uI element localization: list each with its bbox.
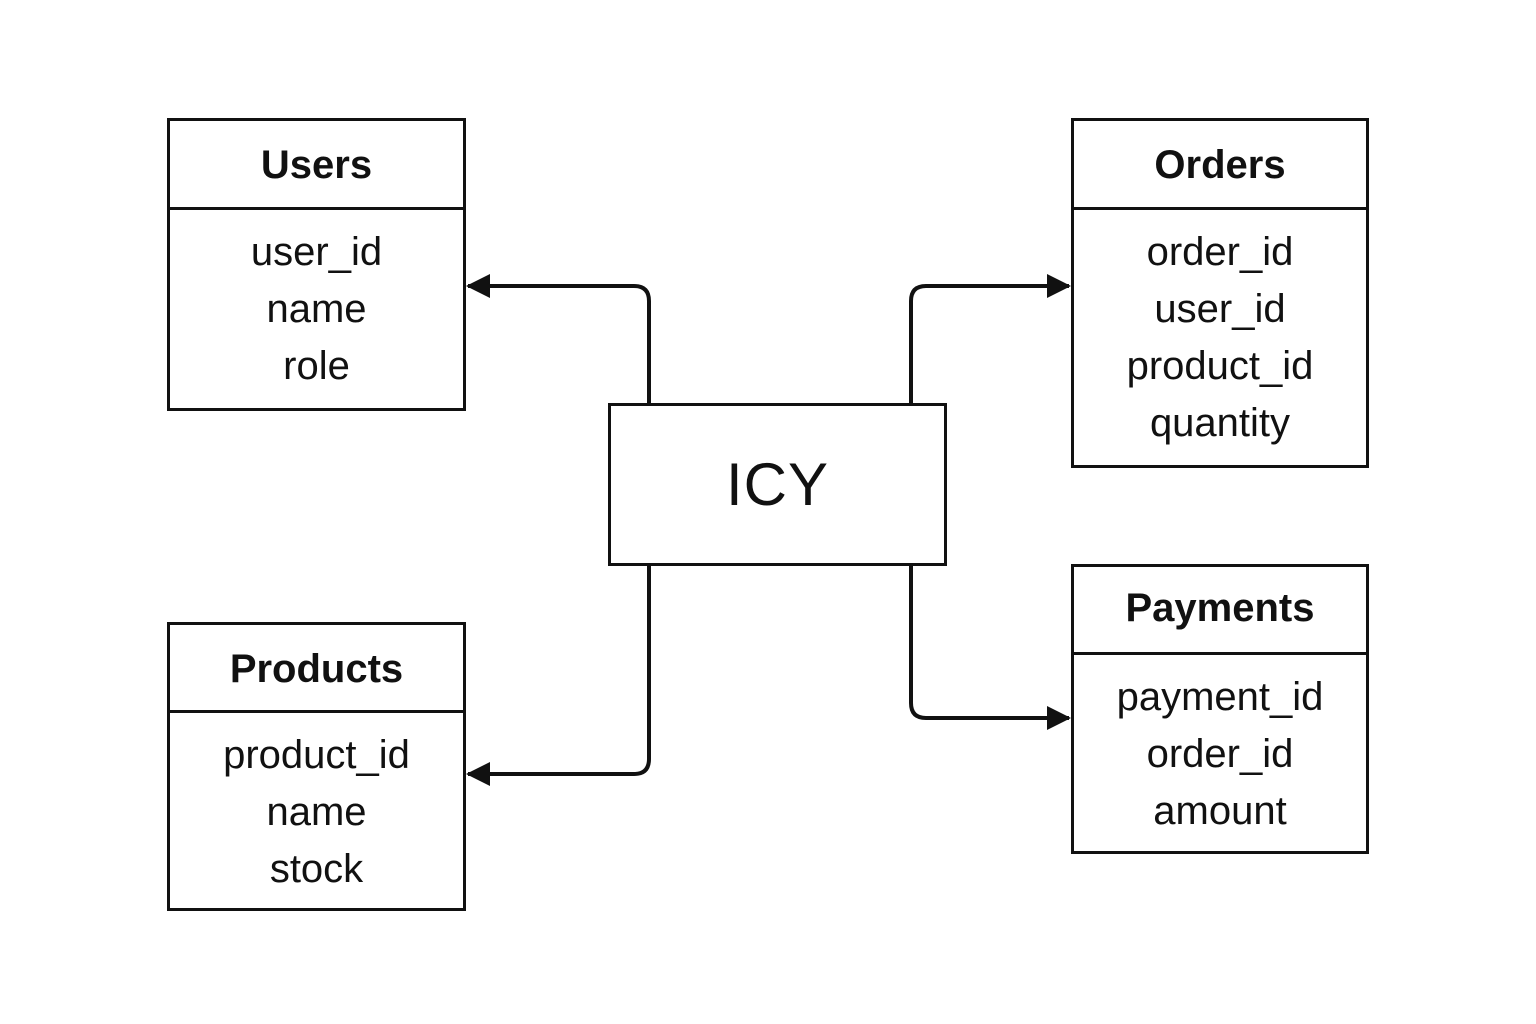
entity-field: payment_id bbox=[1116, 675, 1324, 719]
arrowhead-users bbox=[466, 274, 490, 298]
connector-icy-products bbox=[468, 566, 651, 776]
entity-field-list: product_id name stock bbox=[170, 713, 463, 898]
entity-field: name bbox=[266, 790, 367, 834]
entity-field-list: order_id user_id product_id quantity bbox=[1074, 210, 1366, 452]
arrowhead-payments bbox=[1047, 706, 1071, 730]
entity-orders: Orders order_id user_id product_id quant… bbox=[1071, 118, 1369, 468]
entity-field: product_id bbox=[1126, 344, 1314, 388]
entity-products: Products product_id name stock bbox=[167, 622, 466, 911]
central-node: ICY bbox=[608, 403, 947, 566]
entity-field-list: payment_id order_id amount bbox=[1074, 655, 1366, 840]
entity-title: Payments bbox=[1074, 567, 1366, 655]
entity-field: product_id bbox=[223, 733, 410, 777]
entity-field-list: user_id name role bbox=[170, 210, 463, 395]
entity-field: role bbox=[283, 344, 350, 388]
entity-field: user_id bbox=[250, 230, 383, 274]
entity-title: Users bbox=[170, 121, 463, 210]
entity-field: name bbox=[266, 287, 367, 331]
connector-icy-orders bbox=[909, 284, 1069, 403]
arrowhead-orders bbox=[1047, 274, 1071, 298]
central-label: ICY bbox=[725, 451, 830, 518]
entity-title: Orders bbox=[1074, 121, 1366, 210]
entity-field: quantity bbox=[1149, 401, 1291, 445]
entity-field: amount bbox=[1153, 789, 1287, 833]
entity-field: order_id bbox=[1146, 230, 1294, 274]
connector-icy-payments bbox=[909, 566, 1069, 720]
entity-payments: Payments payment_id order_id amount bbox=[1071, 564, 1369, 854]
entity-field: user_id bbox=[1154, 287, 1286, 331]
connector-icy-users bbox=[468, 284, 651, 403]
entity-field: order_id bbox=[1146, 732, 1294, 776]
entity-title: Products bbox=[170, 625, 463, 713]
arrowhead-products bbox=[466, 762, 490, 786]
entity-field: stock bbox=[269, 847, 364, 891]
entity-users: Users user_id name role bbox=[167, 118, 466, 411]
